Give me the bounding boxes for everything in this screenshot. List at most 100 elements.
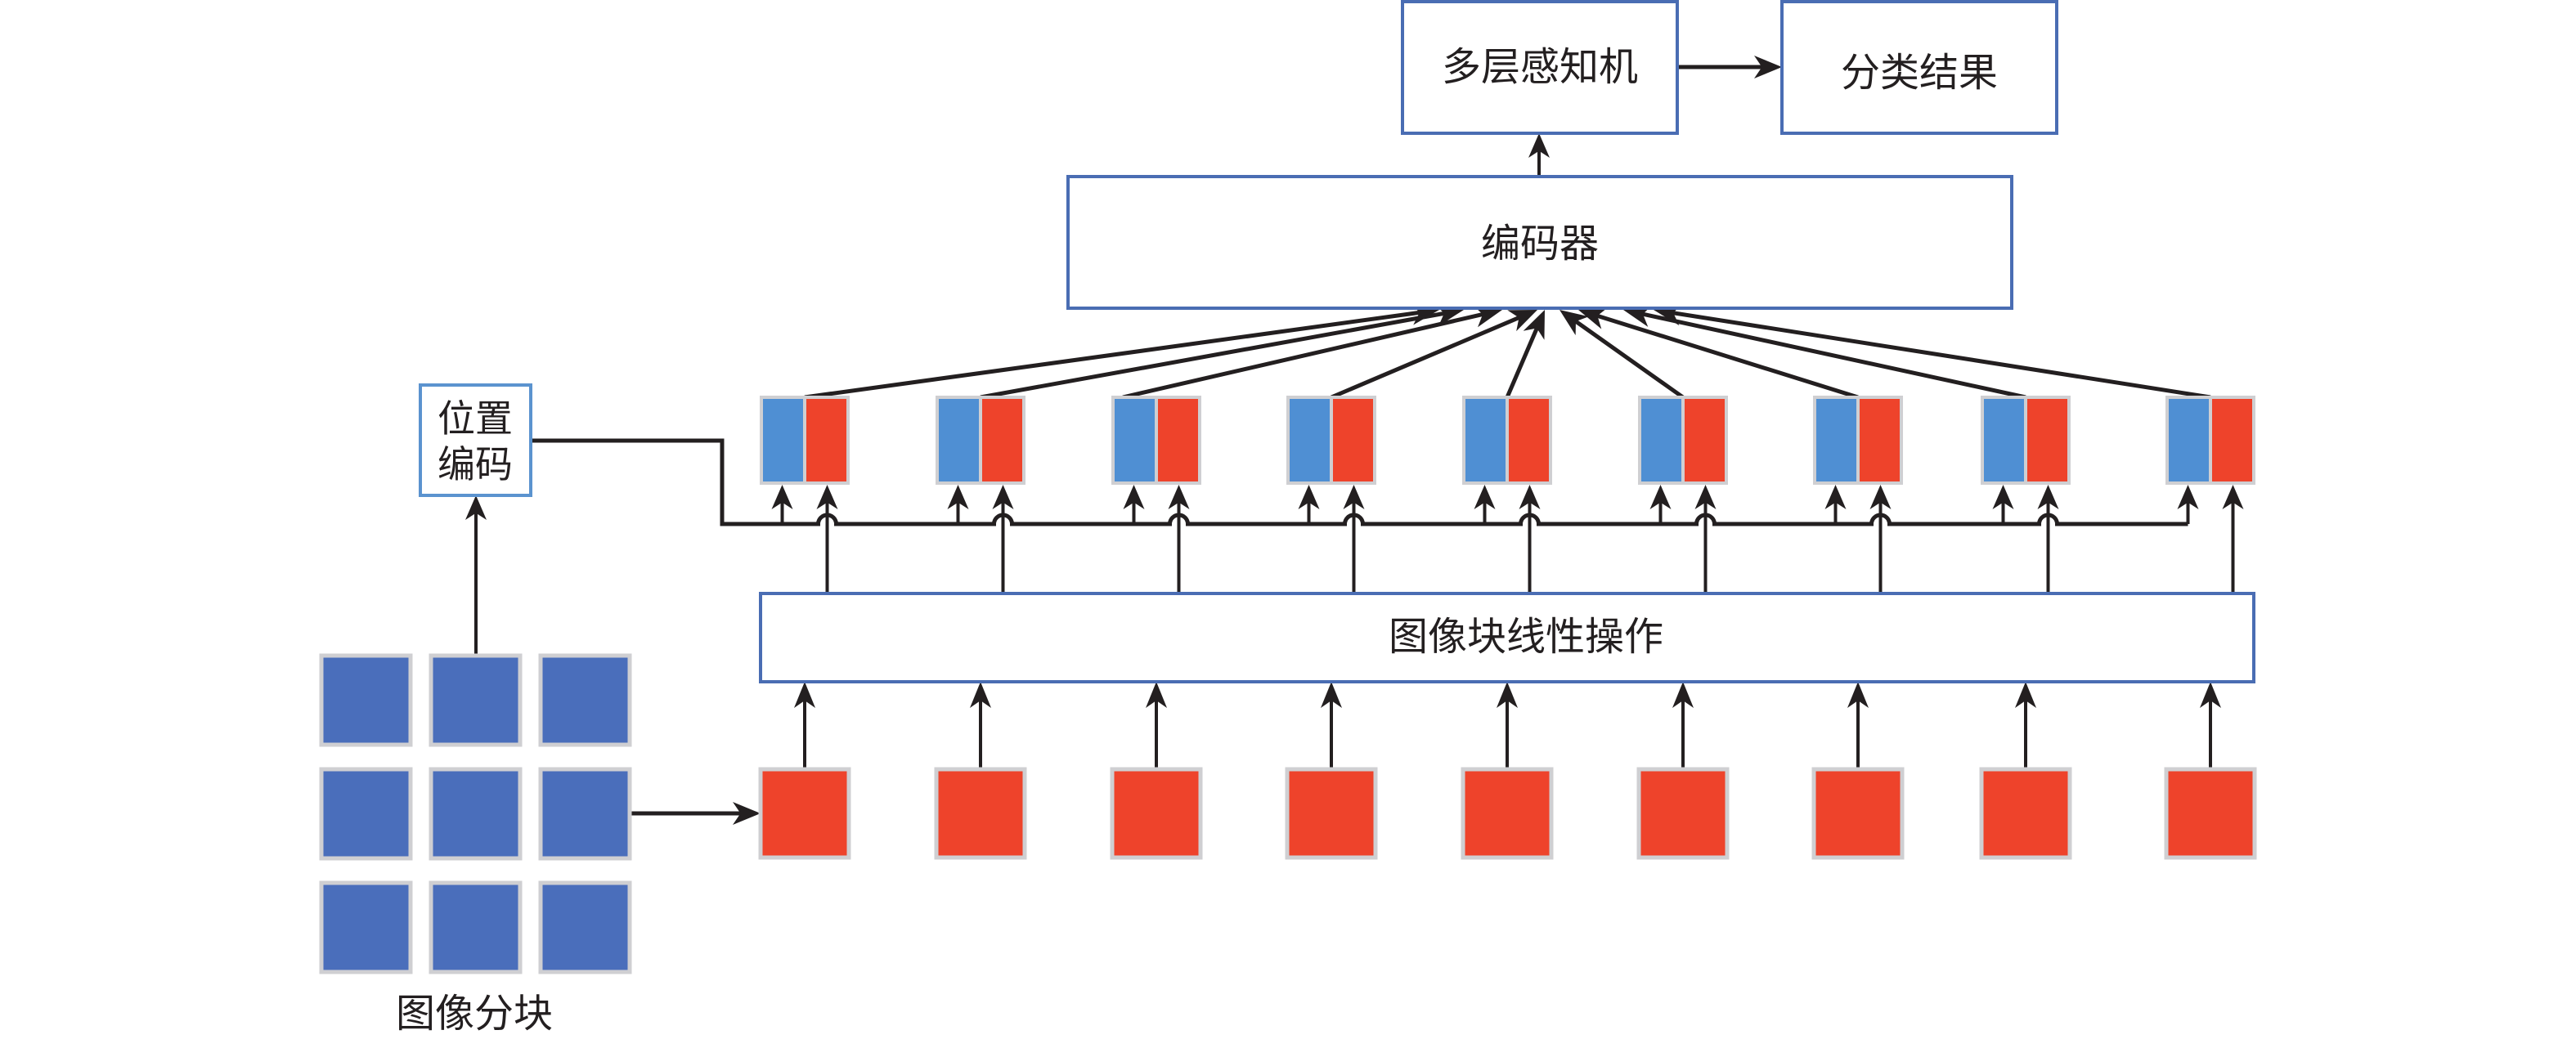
projection-to-token-arrow <box>1694 485 1717 593</box>
position-to-token-arrow-head <box>1123 485 1145 509</box>
projection-to-token-arrow-head <box>1168 485 1190 509</box>
projection-to-token-arrow-head <box>816 485 838 509</box>
projection-to-token-arrow <box>1519 485 1541 593</box>
projection-to-token-arrow-head <box>2037 485 2059 509</box>
mlp-head-label: 多层感知机 <box>1442 44 1638 90</box>
patch-embedding-square <box>1979 767 2072 860</box>
position-embedding-half <box>939 399 979 481</box>
embedding-to-projection-arrow <box>1672 682 1694 769</box>
token-pair <box>936 396 1025 485</box>
token-to-encoder-arrow <box>1578 307 1859 400</box>
position-to-token-arrow-head <box>947 485 969 509</box>
position-to-token-arrow <box>1824 485 1847 524</box>
embedding-to-projection-arrow-head <box>1146 682 1167 708</box>
embedding-to-projection-arrow-head <box>2015 682 2036 708</box>
patch-embedding-square <box>1811 767 1905 860</box>
linear-projection-box <box>759 592 2255 683</box>
embedding-to-projection-arrow-head <box>1497 682 1518 708</box>
token-pair <box>1111 396 1201 485</box>
token-pair <box>1638 396 1728 485</box>
image-patch-cell <box>538 653 632 747</box>
image-patches-label: 图像分块 <box>396 991 553 1037</box>
linear-projection-label: 图像块线性操作 <box>1389 614 1663 660</box>
position-embedding-half <box>1290 399 1330 481</box>
embedding-to-projection-arrow <box>2200 682 2221 769</box>
token-to-encoder-arrow <box>1560 310 1685 400</box>
embedding-to-projection-arrow <box>970 682 991 769</box>
position-encoding-bus <box>531 438 2188 526</box>
patch-embedding-half <box>2212 399 2252 481</box>
token-pair <box>1286 396 1376 485</box>
projection-to-token-arrow <box>1168 485 1190 593</box>
position-to-token-arrow <box>1474 485 1496 524</box>
encoder-label: 编码器 <box>1481 221 1599 266</box>
projection-to-token-arrow <box>2037 485 2059 593</box>
patches-to-embeddings-arrow-head <box>733 802 761 825</box>
patch-embedding-square <box>1285 767 1378 860</box>
image-patch-cell <box>429 880 523 974</box>
patch-embedding-square <box>934 767 1027 860</box>
projection-to-token-arrow <box>1343 485 1365 593</box>
patches-to-embeddings-arrow <box>630 802 761 825</box>
position-to-token-arrow <box>2177 485 2199 524</box>
projection-to-token-arrow-head <box>1694 485 1717 509</box>
position-encoding-label-line2: 编码 <box>438 442 513 486</box>
patch-embedding-square <box>1636 767 1730 860</box>
patches-to-position-arrow <box>465 495 487 656</box>
projection-to-token-arrow <box>2222 485 2244 593</box>
embedding-to-projection-arrow <box>1146 682 1167 769</box>
token-pair <box>1813 396 1903 485</box>
connector-layer <box>465 56 2244 825</box>
encoder-to-mlp-arrow <box>1528 133 1550 177</box>
embedding-to-projection-arrow <box>1497 682 1518 769</box>
token-to-encoder-arrow <box>1331 310 1537 400</box>
position-to-token-arrow <box>1298 485 1320 524</box>
token-pair <box>760 396 850 485</box>
patch-embedding-half <box>1860 399 1900 481</box>
position-to-token-arrow-head <box>1298 485 1320 509</box>
token-to-encoder-arrow <box>1623 304 2026 400</box>
token-to-encoder-arrow-shaft <box>1122 311 1487 400</box>
position-embedding-half <box>1816 399 1856 481</box>
patch-embedding-half <box>1509 399 1549 481</box>
position-to-token-arrow <box>771 485 793 524</box>
projection-to-token-arrow <box>1869 485 1892 593</box>
projection-to-token-arrow-head <box>1343 485 1365 509</box>
projection-to-token-arrow <box>816 485 838 593</box>
mlp-to-result-arrow <box>1677 56 1782 78</box>
projection-to-token-arrow-head <box>2222 485 2244 509</box>
embedding-to-projection-arrow-head <box>970 682 991 708</box>
image-patch-cell <box>538 880 632 974</box>
embedding-to-projection-arrow <box>1847 682 1869 769</box>
position-encoding-box <box>419 383 532 497</box>
embedding-to-projection-arrow-head <box>794 682 815 708</box>
patch-embedding-half <box>806 399 846 481</box>
position-to-token-arrow-head <box>771 485 793 509</box>
patch-embedding-square <box>1461 767 1554 860</box>
position-to-token-arrow-head <box>1992 485 2014 509</box>
token-to-encoder-arrow <box>1505 310 1545 398</box>
embedding-to-projection-arrow-head <box>1321 682 1342 708</box>
patch-embedding-half <box>1158 399 1198 481</box>
token-to-encoder-arrow-shaft <box>1593 312 1859 400</box>
position-to-token-arrow-head <box>1649 485 1672 509</box>
position-embedding-half <box>1465 399 1506 481</box>
image-patch-cell <box>429 767 523 861</box>
position-to-token-arrow <box>1123 485 1145 524</box>
shape-layer <box>319 0 2257 974</box>
projection-to-token-arrow-head <box>992 485 1014 509</box>
position-embedding-half <box>1984 399 2024 481</box>
position-embedding-half <box>2169 399 2209 481</box>
position-embedding-half <box>763 399 803 481</box>
classification-result-label: 分类结果 <box>1841 50 1998 96</box>
token-to-encoder-arrow-shaft <box>1639 311 2026 400</box>
token-to-encoder-arrow-head <box>1507 310 1537 332</box>
position-embedding-half <box>1641 399 1681 481</box>
embedding-to-projection-arrow <box>2015 682 2036 769</box>
token-to-encoder-arrow-shaft <box>980 311 1448 400</box>
embedding-to-projection-arrow-head <box>2200 682 2221 708</box>
patch-embedding-half <box>982 399 1022 481</box>
embedding-to-projection-arrow-head <box>1847 682 1869 708</box>
token-to-encoder-arrow-shaft <box>1505 324 1541 398</box>
